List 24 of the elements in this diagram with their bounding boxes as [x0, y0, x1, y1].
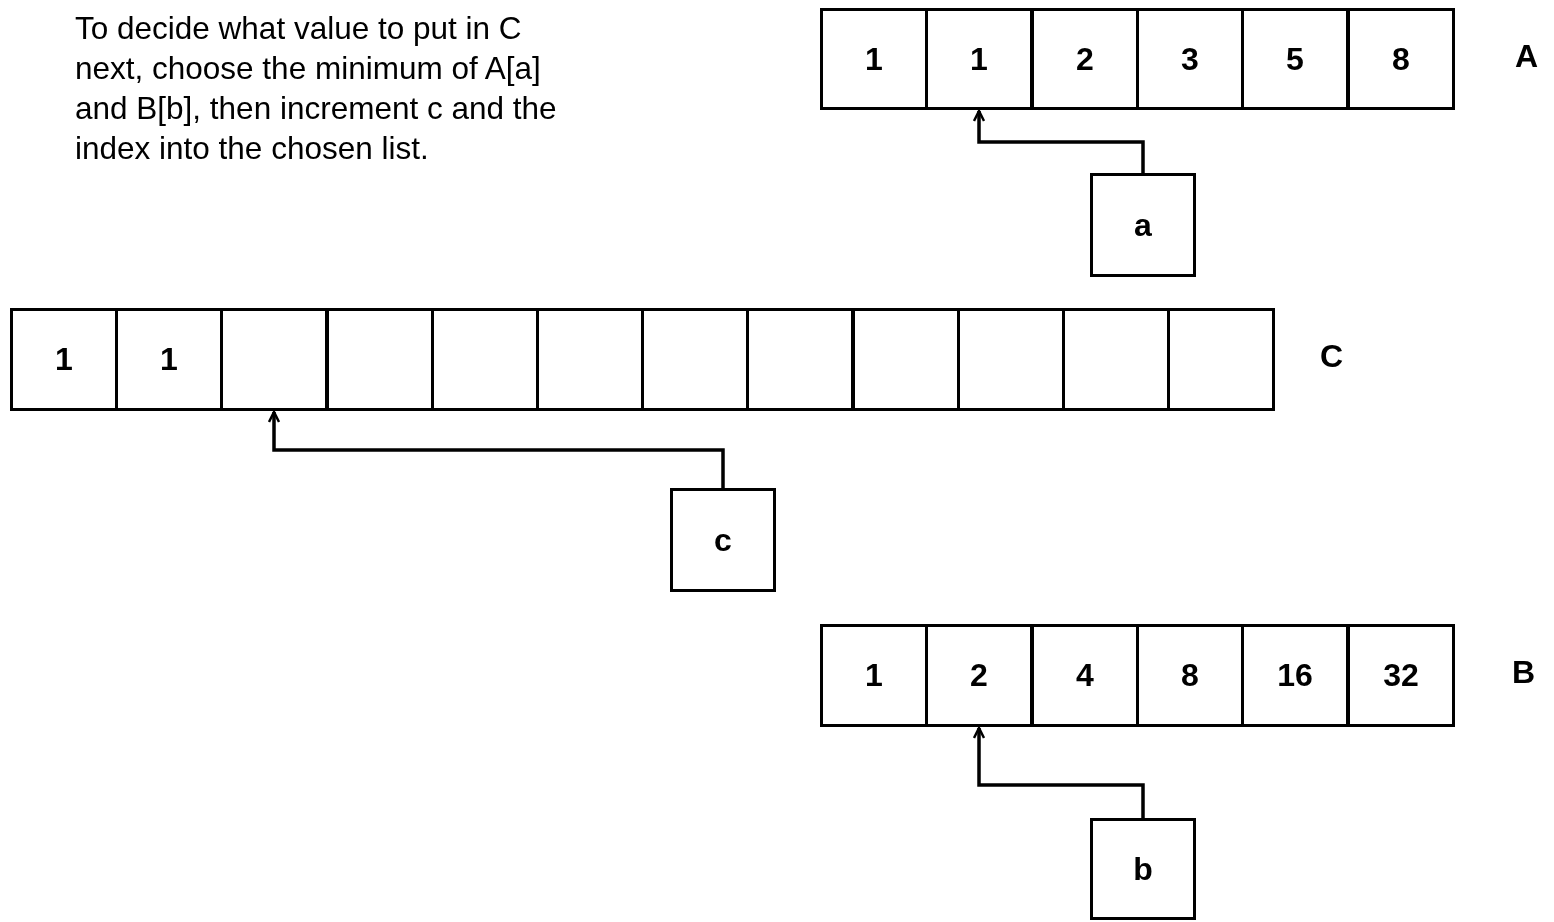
- array-cell: 2: [1031, 8, 1139, 110]
- array-name: B: [1512, 654, 1536, 691]
- pointer-box: a: [1090, 173, 1196, 277]
- pointer-box: c: [670, 488, 776, 592]
- pointer-arrow: [972, 726, 1145, 818]
- array-cell: 1: [925, 8, 1033, 110]
- array-cell: 8: [1136, 624, 1244, 727]
- array-name: A: [1515, 38, 1539, 75]
- pointer-arrow: [972, 109, 1145, 173]
- array-cell: 1: [115, 308, 223, 411]
- array-cell: 32: [1347, 624, 1455, 727]
- pointer-box: b: [1090, 818, 1196, 920]
- array-cell: 2: [925, 624, 1033, 727]
- explanation-text: To decide what value to put in C next, choose the minimum of A[a] and B[b], then increment c and the index into the chosen list.: [75, 9, 558, 168]
- array-cell: 16: [1241, 624, 1349, 727]
- array-cell: 1: [10, 308, 118, 411]
- pointer-arrow: [267, 410, 725, 488]
- array-cell: 5: [1241, 8, 1349, 110]
- array-cell: 8: [1347, 8, 1455, 110]
- array-cell: 3: [1136, 8, 1244, 110]
- array-name: C: [1320, 338, 1344, 375]
- array-cell: 1: [820, 8, 928, 110]
- array-cell: 4: [1031, 624, 1139, 727]
- array-cell: 1: [820, 624, 928, 727]
